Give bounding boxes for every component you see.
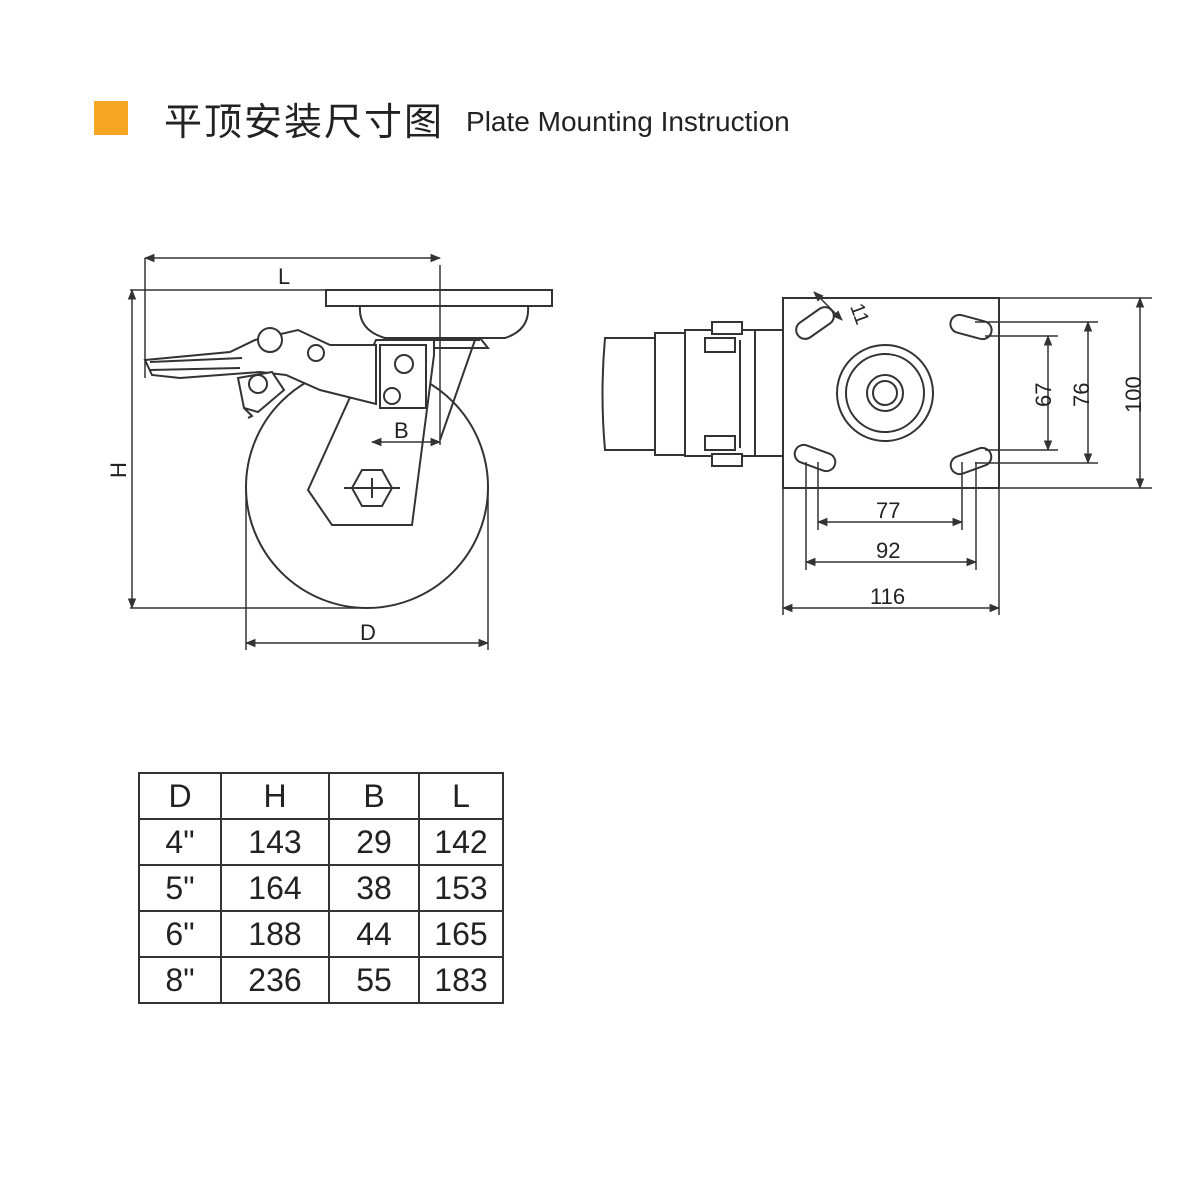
table-row: 6" 188 44 165 — [138, 910, 504, 958]
mounting-plate-top — [782, 297, 1000, 489]
cell-D: 4" — [138, 818, 222, 866]
dim-label-D: D — [360, 620, 376, 645]
dim-label-77: 77 — [876, 498, 900, 523]
slot-hole — [949, 313, 993, 341]
top-view-dimensions — [781, 291, 1152, 615]
column-header-D: D — [138, 772, 222, 820]
table-row: 5" 164 38 153 — [138, 864, 504, 912]
cell-B: 38 — [328, 864, 420, 912]
cell-B: 55 — [328, 956, 420, 1004]
table-row: 4" 143 29 142 — [138, 818, 504, 866]
dim-label-76: 76 — [1069, 383, 1094, 407]
cell-H: 236 — [220, 956, 330, 1004]
cell-H: 143 — [220, 818, 330, 866]
cell-D: 8" — [138, 956, 222, 1004]
side-view-dimensions — [127, 253, 490, 650]
cell-D: 5" — [138, 864, 222, 912]
slot-hole — [793, 443, 837, 473]
dim-label-67: 67 — [1031, 383, 1056, 407]
square-bullet-icon — [94, 101, 128, 135]
title-chinese: 平顶安装尺寸图 — [164, 99, 445, 144]
dim-label-B: B — [394, 418, 409, 443]
title-english: Plate Mounting Instruction — [466, 106, 790, 137]
side-view — [143, 265, 553, 609]
cell-L: 165 — [418, 910, 504, 958]
cell-B: 29 — [328, 818, 420, 866]
section-header: 平顶安装尺寸图 Plate Mounting Instruction — [94, 96, 790, 144]
dim-label-100: 100 — [1121, 376, 1146, 413]
top-view — [601, 297, 1000, 489]
dimension-spec-table: D H B L 4" 143 29 142 5" 164 38 153 6" 1… — [138, 772, 504, 1004]
cell-H: 188 — [220, 910, 330, 958]
column-header-L: L — [418, 772, 504, 820]
swivel-bearing — [358, 305, 530, 339]
slot-hole — [949, 446, 993, 476]
cell-D: 6" — [138, 910, 222, 958]
cell-L: 183 — [418, 956, 504, 1004]
dim-label-H: H — [106, 462, 131, 478]
top-mounting-plate — [325, 289, 553, 307]
cell-B: 44 — [328, 910, 420, 958]
dim-line-11 — [813, 291, 843, 321]
king-pin-bearing — [836, 344, 934, 442]
cell-L: 142 — [418, 818, 504, 866]
dim-label-92: 92 — [876, 538, 900, 563]
column-header-H: H — [220, 772, 330, 820]
dim-label-116: 116 — [870, 584, 905, 609]
brake-housing — [601, 337, 656, 451]
cell-H: 164 — [220, 864, 330, 912]
cell-L: 153 — [418, 864, 504, 912]
table-header-row: D H B L — [138, 772, 504, 820]
dim-label-L: L — [278, 264, 290, 289]
column-header-B: B — [328, 772, 420, 820]
table-row: 8" 236 55 183 — [138, 956, 504, 1004]
